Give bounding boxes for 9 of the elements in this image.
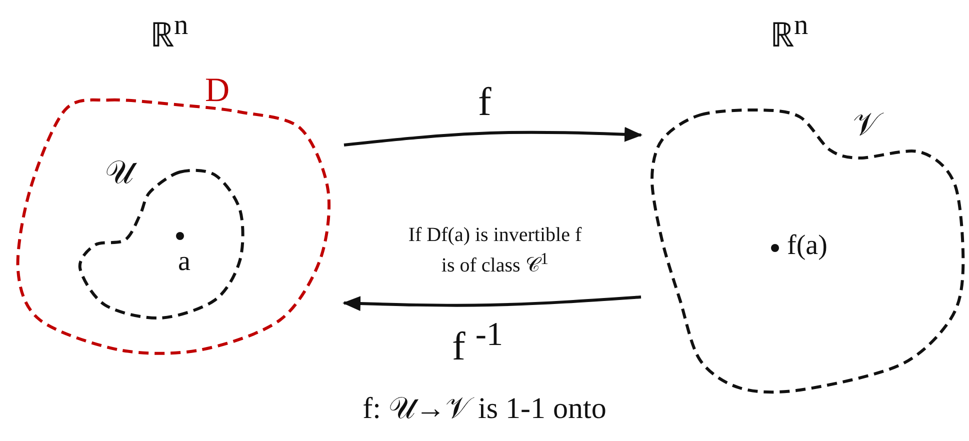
condition-note: If Df(a) is invertible f is of class 𝒞$^{1}$ [407, 223, 583, 279]
space-label: ℝ$^{n}$ [770, 9, 808, 56]
region-label: D [205, 74, 230, 108]
space-label: ℝ$^{n}$ [150, 9, 188, 56]
caption: f: 𝒰→𝒱 is 1-1 onto [362, 392, 608, 426]
point-label: f(a) [787, 229, 828, 263]
arrow [342, 296, 642, 311]
arrow [344, 126, 642, 146]
point-label: a [178, 245, 190, 279]
